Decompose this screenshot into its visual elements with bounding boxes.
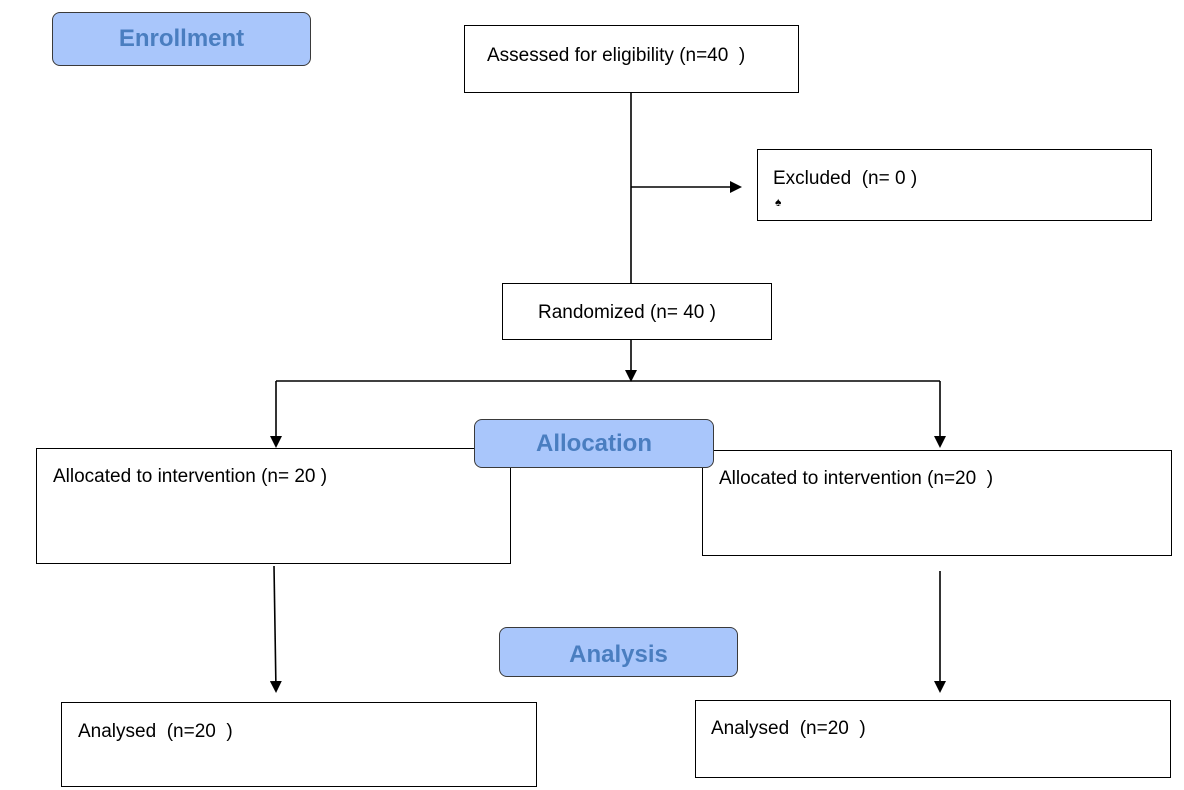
- analysed-left-box: Analysed (n=20 ): [61, 702, 537, 787]
- allocated-right-text: Allocated to intervention (n=20 ): [719, 468, 994, 489]
- phase-enrollment-label: Enrollment: [52, 12, 311, 66]
- arrow-to-analysed-left: [269, 565, 282, 693]
- excluded-text: Excluded (n= 0 ): [773, 168, 918, 189]
- randomized-box: Randomized (n= 40 ): [502, 283, 772, 340]
- analysed-left-text: Analysed (n=20 ): [78, 721, 233, 742]
- analysed-right-text: Analysed (n=20 ): [711, 718, 866, 739]
- allocated-left-text: Allocated to intervention (n= 20 ): [53, 466, 328, 487]
- excluded-box: Excluded (n= 0 ) ♠: [757, 149, 1152, 221]
- assessed-box: Assessed for eligibility (n=40 ): [464, 25, 799, 93]
- allocated-left-box: Allocated to intervention (n= 20 ): [36, 448, 511, 564]
- bullet-icon: ♠: [775, 195, 782, 209]
- phase-allocation-label: Allocation: [474, 419, 714, 468]
- randomized-text: Randomized (n= 40 ): [538, 302, 716, 323]
- allocated-right-box: Allocated to intervention (n=20 ): [702, 450, 1172, 556]
- analysed-right-box: Analysed (n=20 ): [695, 700, 1171, 778]
- assessed-text: Assessed for eligibility (n=40 ): [487, 45, 746, 66]
- phase-analysis-label: Analysis: [499, 627, 738, 677]
